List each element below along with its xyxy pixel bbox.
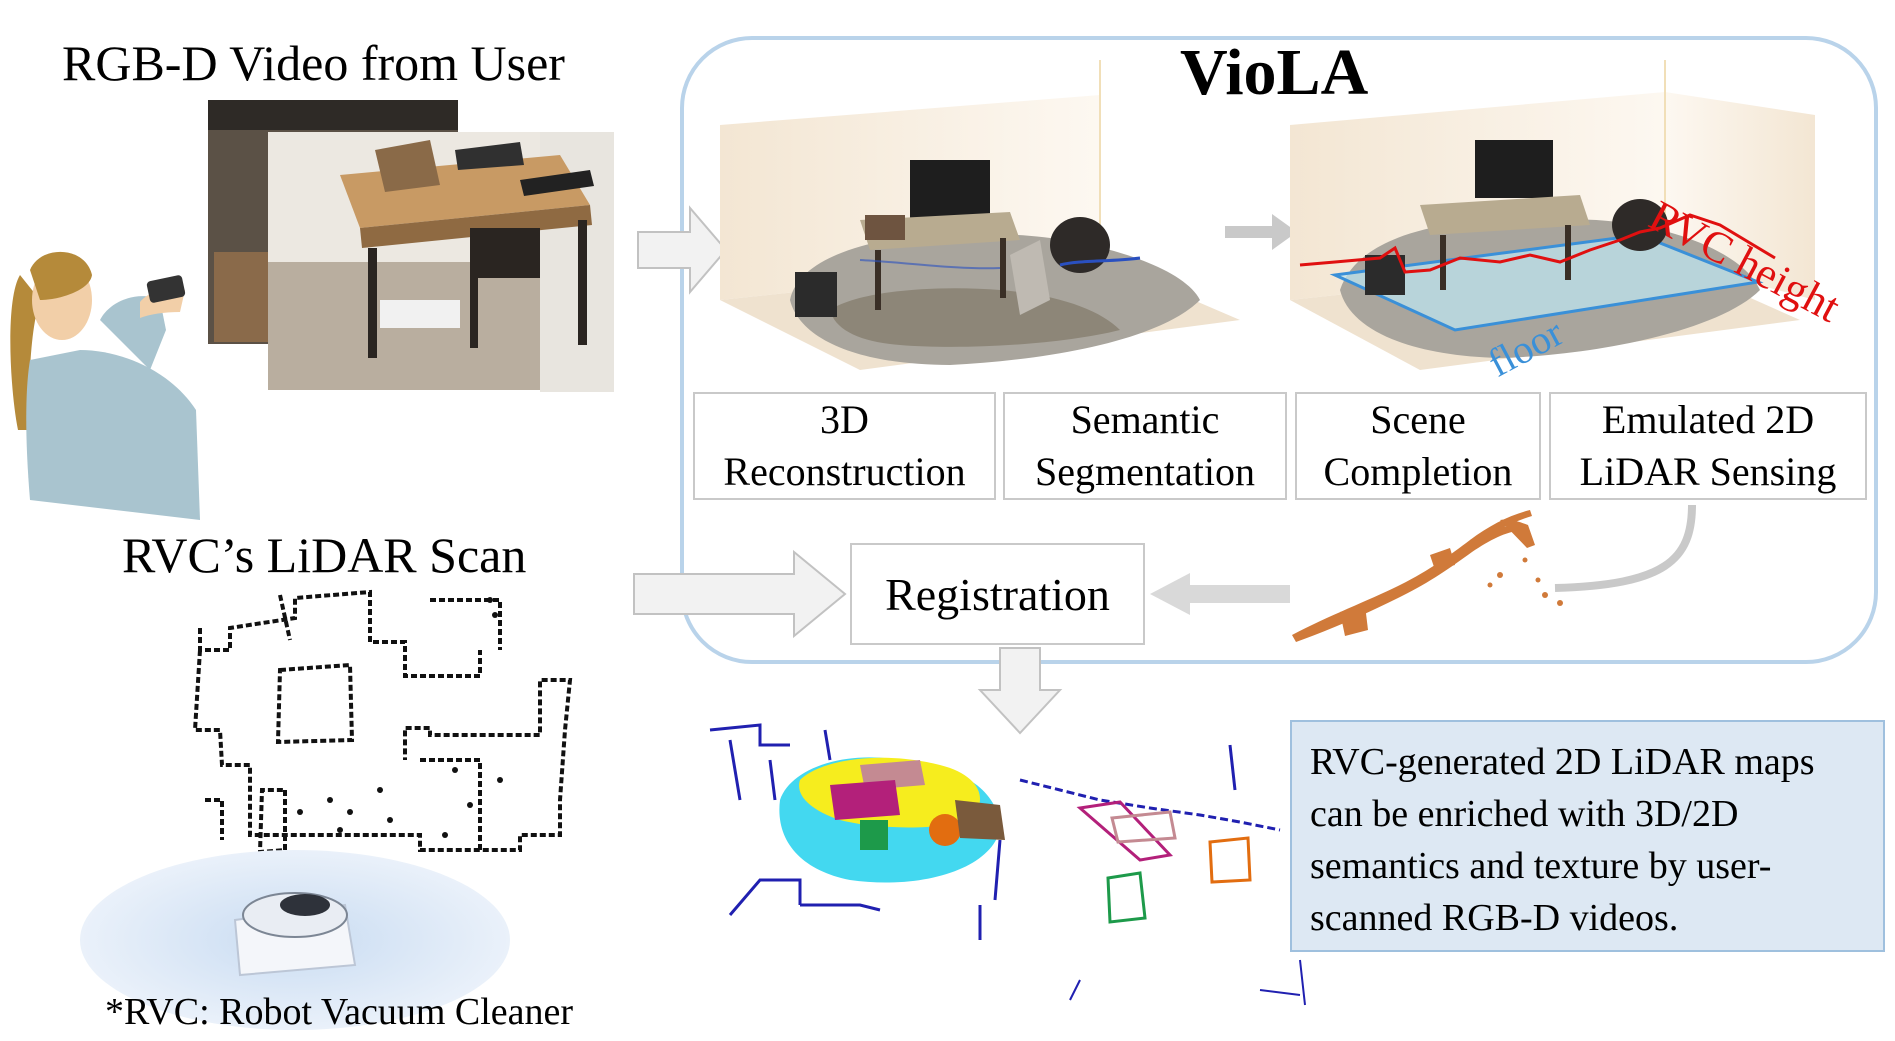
rgbd-video-title: RGB-D Video from User	[62, 35, 565, 91]
viola-panel	[680, 36, 1878, 664]
step-scene-completion-line2: Completion	[1323, 449, 1513, 494]
video-to-viola-arrow	[637, 205, 728, 295]
emulated-lidar-scan	[1292, 510, 1563, 642]
rvc-height-line	[1299, 213, 1776, 274]
registration-label: Registration	[885, 568, 1110, 620]
completion-scene	[1290, 60, 1815, 370]
step-semantic-segmentation-line2: Segmentation	[1035, 449, 1255, 494]
rvc-robot	[80, 850, 510, 1030]
floor-plane	[1329, 233, 1764, 332]
scene-to-scene-arrow	[1225, 214, 1297, 250]
rgbd-video-frames	[208, 100, 614, 392]
step-scene-completion-line1: Scene	[1370, 397, 1466, 442]
user-figure	[10, 251, 200, 520]
registration-result	[709, 723, 1306, 1006]
rvc-lidar-map	[192, 589, 573, 882]
registration-box: Registration	[850, 543, 1145, 645]
step-scene-completion: Scene Completion	[1295, 392, 1541, 500]
step-emulated-lidar-sensing-line2: LiDAR Sensing	[1579, 449, 1837, 494]
step-semantic-segmentation: Semantic Segmentation	[1003, 392, 1287, 500]
registration-down-arrow	[977, 647, 1063, 735]
step-emulated-lidar-sensing-line1: Emulated 2D	[1601, 397, 1815, 442]
rvc-lidar-map-dots	[297, 597, 503, 838]
reconstruction-scene	[720, 60, 1240, 370]
info-box: RVC-generated 2D LiDAR maps can be enric…	[1290, 720, 1885, 952]
footnote: *RVC: Robot Vacuum Cleaner	[105, 991, 574, 1033]
step-semantic-segmentation-line1: Semantic	[1070, 397, 1220, 442]
viola-title: VioLA	[1180, 36, 1369, 109]
lidar-to-registration-arrow	[633, 549, 847, 639]
lidar-sensing-connector	[1554, 504, 1696, 592]
step-3d-reconstruction: 3D Reconstruction	[693, 392, 996, 500]
info-text: RVC-generated 2D LiDAR maps can be enric…	[1310, 741, 1815, 940]
step-3d-reconstruction-line1: 3D	[820, 397, 869, 442]
lidar-scan-title: RVC’s LiDAR Scan	[122, 527, 527, 583]
step-emulated-lidar-sensing: Emulated 2D LiDAR Sensing	[1549, 392, 1867, 500]
step-3d-reconstruction-line2: Reconstruction	[723, 449, 966, 494]
scan-to-registration-arrow	[1150, 573, 1290, 615]
